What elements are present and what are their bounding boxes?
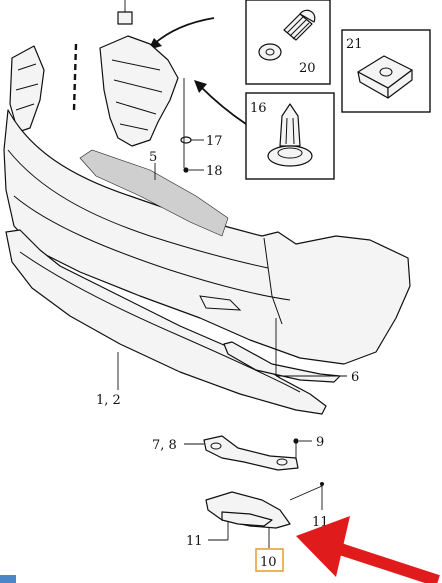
reflector-strip-part	[223, 341, 341, 383]
callout-5: 5	[149, 150, 157, 165]
callout-16: 16	[250, 101, 267, 116]
lower-bumper-part	[5, 229, 327, 415]
detail-box-20[interactable]: 20	[245, 0, 331, 85]
cut-line	[72, 43, 78, 111]
leader-lines	[117, 78, 347, 548]
callout-11-left: 11	[186, 534, 203, 549]
callout-17: 17	[206, 134, 223, 149]
side-bracket-part	[9, 45, 45, 133]
detail-box-16[interactable]: 16	[245, 92, 335, 180]
callout-18: 18	[206, 164, 223, 179]
callout-10: 10	[260, 555, 277, 570]
callout-21: 21	[346, 37, 363, 52]
callout-10-highlight[interactable]: 10	[255, 548, 284, 572]
callout-6: 6	[351, 370, 359, 385]
screw-part	[283, 9, 316, 41]
washer-part	[258, 43, 282, 61]
lower-bracket-part	[203, 435, 299, 471]
tow-cover-part	[205, 491, 291, 529]
callout-10-box	[255, 548, 284, 572]
center-grille-part	[79, 149, 229, 237]
red-highlight-arrow	[296, 516, 440, 583]
mounting-bracket-part	[99, 0, 179, 147]
clip-nut-part	[357, 55, 413, 99]
push-clip-part	[267, 103, 313, 167]
callout-7-8: 7, 8	[152, 438, 177, 453]
fasteners	[180, 136, 324, 486]
detail-box-21[interactable]: 21	[341, 29, 431, 113]
callout-9: 9	[316, 435, 324, 450]
callout-20: 20	[299, 61, 316, 76]
callout-1-2: 1, 2	[96, 393, 121, 408]
corner-indicator-icon	[0, 575, 16, 583]
